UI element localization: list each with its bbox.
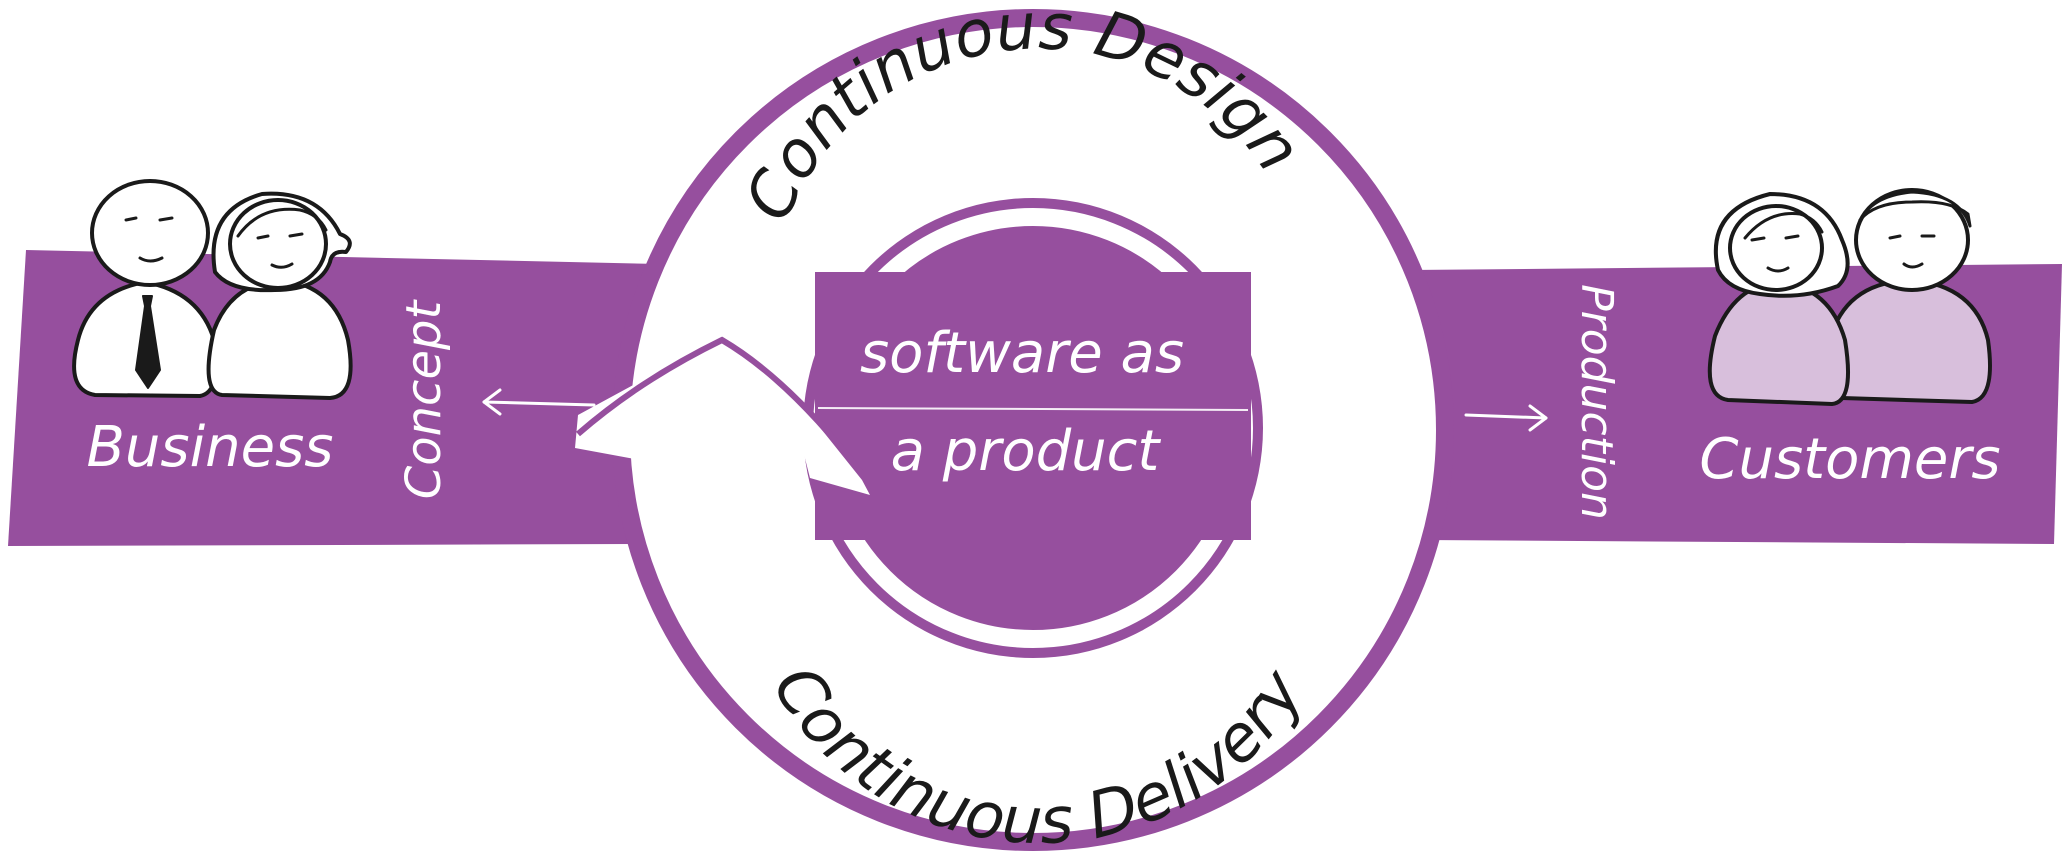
cycle-arrow [575, 338, 870, 495]
center-label-line2: a product [891, 419, 1162, 484]
businessman-head [90, 179, 210, 287]
concept-label: Concept [396, 299, 452, 500]
concept-arrow [482, 388, 596, 416]
center-band [815, 272, 1251, 540]
customers-label: Customers [1699, 427, 2000, 492]
production-label: Production [1571, 284, 1622, 520]
customer-man-head [1854, 188, 1970, 292]
customer-people-icon [1707, 188, 1992, 406]
business-people-icon [72, 179, 353, 400]
business-label: Business [87, 415, 334, 480]
center-label-line1: software as [860, 321, 1184, 386]
customer-woman-head [1728, 204, 1824, 292]
cycle-arrow-edge [576, 336, 865, 476]
businesswoman-head [228, 198, 328, 290]
production-arrow [1464, 404, 1548, 432]
tie-icon [135, 295, 161, 389]
center-divider [817, 407, 1249, 411]
